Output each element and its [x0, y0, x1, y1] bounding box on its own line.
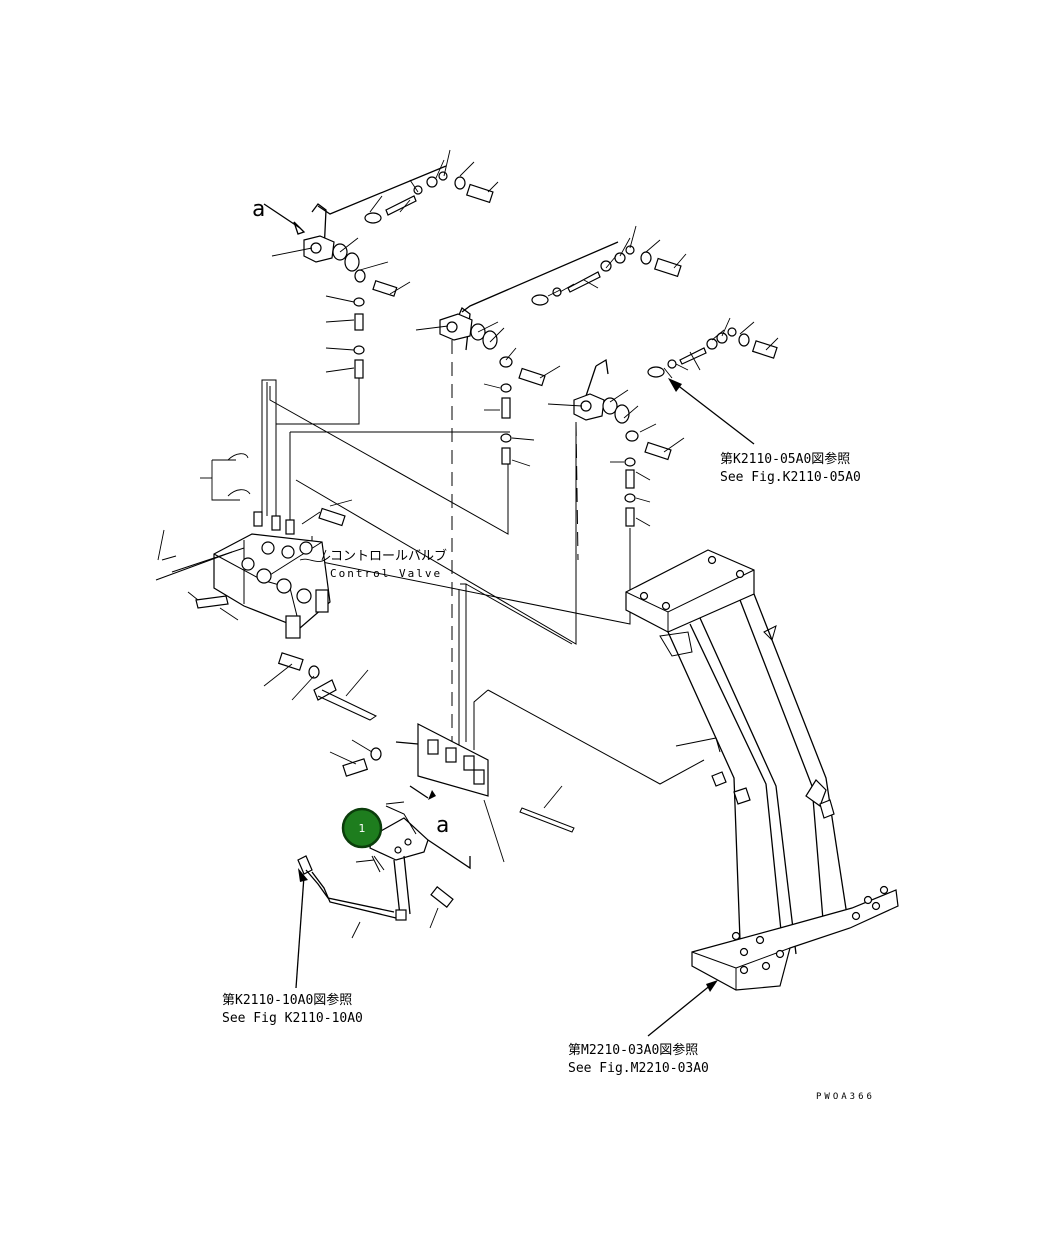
rod-assembly-2	[483, 383, 535, 467]
ref-k2110-05-jp: 第K2110-05A0図参照	[720, 451, 850, 467]
rod-assembly-1	[325, 295, 365, 379]
control-valve	[155, 453, 353, 639]
control-valve-label-jp: コントロールバルブ	[330, 548, 447, 564]
callout-badge-1[interactable]: 1	[341, 807, 383, 849]
ref-m2210-03-jp: 第M2210-03A0図参照	[568, 1042, 698, 1058]
view-label-a-top: a	[252, 197, 265, 222]
control-valve-label-en: Control Valve	[330, 567, 442, 580]
view-label-a-bottom: a	[436, 813, 449, 838]
drawing-code: PWOA366	[816, 1092, 875, 1102]
rod-assembly-3	[610, 457, 651, 527]
linkage-group-2	[415, 225, 687, 387]
ref-k2110-05-en: See Fig.K2110-05A0	[720, 470, 861, 485]
labels: a a コントロールバルブ Control Valve 第K2110-05A0図…	[222, 197, 875, 1102]
lever-assembly	[295, 801, 471, 989]
ref-m2210-03-en: See Fig.M2210-03A0	[568, 1061, 709, 1076]
linkage-group-1	[263, 149, 499, 297]
linkage-group-3	[547, 317, 779, 461]
support-frame	[625, 549, 899, 1037]
callout-number[interactable]: 1	[359, 822, 366, 835]
reference-arrow-k2110-05	[668, 378, 755, 445]
ref-k2110-10-en: See Fig K2110-10A0	[222, 1011, 363, 1026]
ref-k2110-10-jp: 第K2110-10A0図参照	[222, 992, 352, 1008]
lower-bracket-parts	[263, 652, 575, 863]
callout-circle[interactable]	[341, 807, 383, 849]
